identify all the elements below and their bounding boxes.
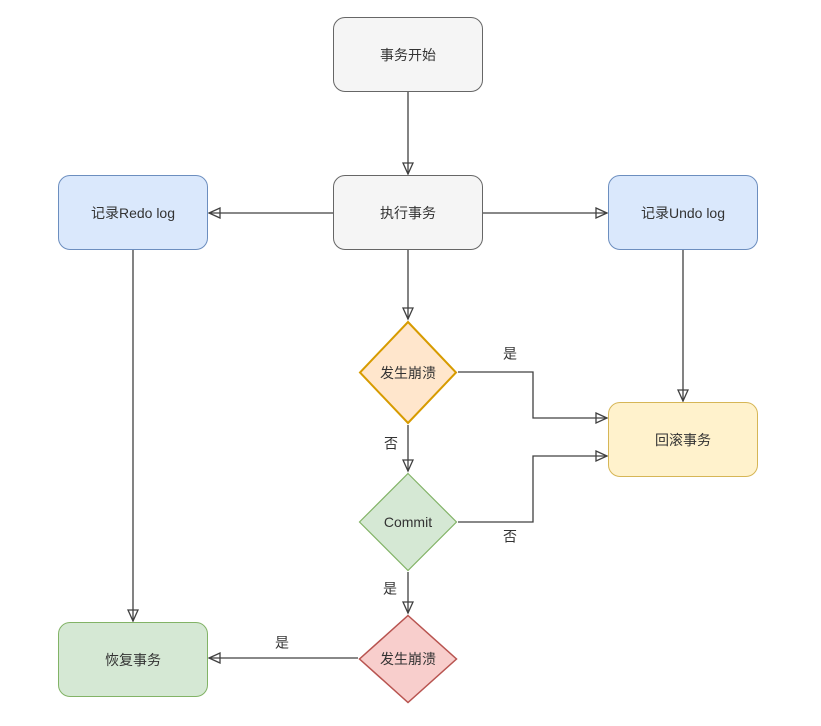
decision-crash-after-commit: 发生崩溃: [358, 614, 458, 704]
node-transaction-start: 事务开始: [333, 17, 483, 92]
edge-crash1-to-rollback: [458, 371, 609, 425]
decision-crash-after-commit-label: 发生崩溃: [380, 651, 436, 667]
decision-commit-label: Commit: [383, 514, 433, 530]
diamond-shape-orange: [358, 320, 458, 425]
edge-label-crash1-no: 否: [382, 435, 400, 453]
node-record-undo-log: 记录Undo log: [608, 175, 758, 250]
node-rollback-transaction: 回滚事务: [608, 402, 758, 477]
node-execute-transaction-label: 执行事务: [380, 204, 436, 221]
node-transaction-start-label: 事务开始: [380, 46, 436, 63]
node-recover-transaction-label: 恢复事务: [105, 651, 161, 668]
node-recover-transaction: 恢复事务: [58, 622, 208, 697]
edge-commit-to-rollback: [458, 449, 609, 523]
diamond-shape-red: [358, 614, 458, 704]
decision-crash-after-execute: 发生崩溃: [358, 320, 458, 425]
edge-label-crash2-yes: 是: [273, 634, 291, 652]
edge-label-crash1-yes: 是: [501, 345, 519, 363]
node-record-redo-log-label: 记录Redo log: [90, 204, 176, 221]
node-execute-transaction: 执行事务: [333, 175, 483, 250]
node-record-redo-log: 记录Redo log: [58, 175, 208, 250]
diamond-shape-green: [358, 472, 458, 572]
edge-label-commit-yes: 是: [381, 580, 399, 598]
node-record-undo-log-label: 记录Undo log: [640, 204, 726, 221]
edge-label-commit-no: 否: [501, 528, 519, 546]
node-rollback-transaction-label: 回滚事务: [655, 431, 711, 448]
decision-commit: Commit: [358, 472, 458, 572]
decision-crash-after-execute-label: 发生崩溃: [380, 364, 436, 381]
